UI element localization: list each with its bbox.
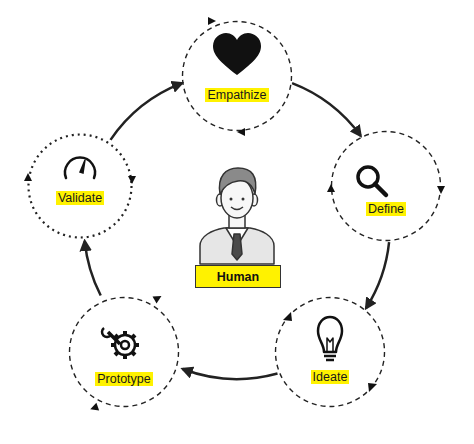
lightbulb-icon <box>318 317 342 360</box>
stage-label: Prototype <box>95 372 153 386</box>
gear-wrench-icon <box>102 328 139 359</box>
dashed-circle <box>68 296 180 408</box>
dashed-circle <box>330 130 442 242</box>
human-figure <box>200 168 274 264</box>
circle-outline <box>332 132 441 241</box>
rotation-arrowheads <box>24 17 445 413</box>
stage-label: Validate <box>56 191 104 205</box>
circle-outline <box>183 22 292 131</box>
magnifier-icon <box>358 167 386 195</box>
cycle-arrow <box>111 83 182 140</box>
dashed-circle <box>27 133 133 239</box>
center-label-box: Human <box>195 265 281 288</box>
dashed-circle <box>181 20 293 132</box>
stage-circle: Validate <box>27 133 133 239</box>
gauge-icon <box>65 158 95 178</box>
circle-outline <box>70 298 179 407</box>
cycle-arrow <box>292 83 361 136</box>
center-label: Human <box>217 270 259 284</box>
stage-circle: Ideate <box>274 296 386 408</box>
cycle-arrow <box>183 369 278 379</box>
stage-label: Ideate <box>311 370 350 384</box>
heart-icon <box>213 33 261 75</box>
circle-outline <box>276 298 385 407</box>
cycle-arrow <box>366 242 389 308</box>
circle-outline <box>29 135 132 238</box>
stage-circle: Empathize <box>181 20 293 132</box>
stage-label: Define <box>366 202 406 216</box>
stage-label: Empathize <box>205 88 268 102</box>
cycle-arrow <box>85 241 101 295</box>
dashed-circle <box>274 296 386 408</box>
stage-circle: Define <box>330 130 442 242</box>
stage-circle: Prototype <box>68 296 180 408</box>
